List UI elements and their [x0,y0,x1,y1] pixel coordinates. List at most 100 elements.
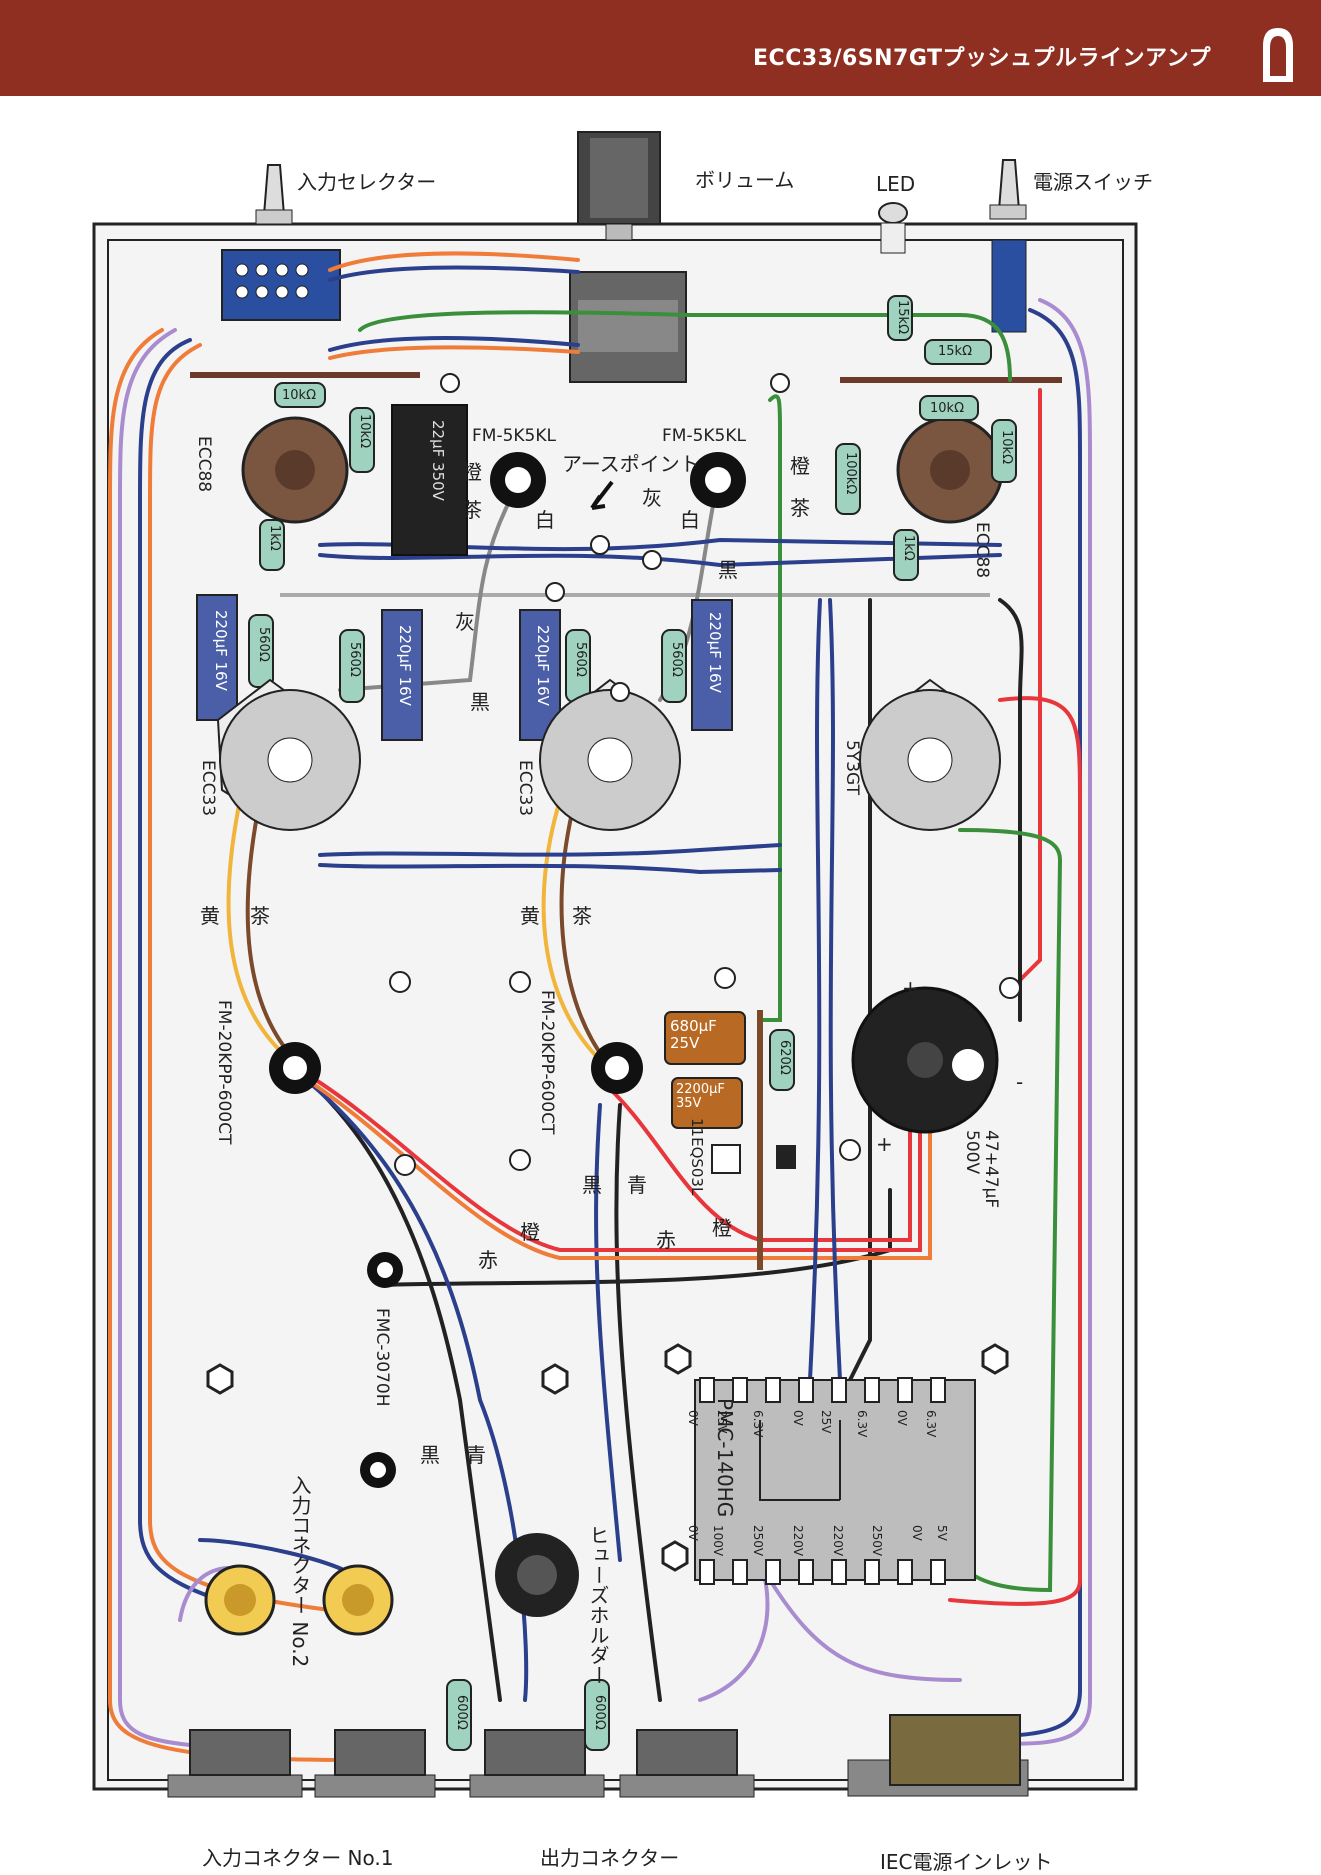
r-10k-2-label: 10kΩ [357,414,372,449]
wire-label-white-1: 白 [535,508,555,532]
r-10k-4-label: 10kΩ [999,430,1014,465]
r-560-4-label: 560Ω [669,642,684,677]
diode [776,1145,796,1169]
wire-label-brown-3: 茶 [250,904,270,928]
r-560-1-label: 560Ω [256,627,271,662]
page-title: ECC33/6SN7GTプッシュプルラインアンプ [753,46,1211,71]
connector-base-1 [167,1774,303,1798]
tap-top-5: 25V [819,1410,834,1434]
tap-bottom-5: 220V [830,1525,845,1557]
5y3gt-socket [859,678,1001,831]
wire-label-black-2: 黒 [470,690,490,714]
r-10k-1 [274,382,326,408]
vacuum-tube-icon [1263,28,1293,82]
tap-bottom-8: 5V [935,1525,950,1541]
cap-2200uf [671,1077,743,1129]
r-600-2 [584,1679,610,1751]
pmc-top-taps: 0V 25V 6.3V 0V 25V 6.3V 0V 6.3V [686,1410,965,1437]
iec-inlet [889,1714,1021,1786]
cap-220-1-label: 220μF 16V [212,610,230,691]
r-10k-3-label: 10kΩ [930,401,965,416]
cap-680uf [664,1011,746,1065]
tap-bottom-7: 0V [910,1525,925,1541]
big-cap-label: 47+47μF 500V [962,1130,1001,1209]
tap-top-2: 25V [714,1410,729,1434]
ecc33-right-socket [539,678,681,831]
wire-label-blue-2: 青 [466,1443,486,1467]
input-selector-label: 入力セレクター [297,170,437,194]
tap-bottom-4: 220V [790,1525,805,1557]
cap-220-3-label: 220μF 16V [534,625,552,706]
r-620 [769,1029,795,1091]
ecc88-right-label: ECC88 [972,522,992,579]
wire-label-gray-2: 灰 [455,610,475,634]
fuse-holder-label: ヒューズホルダー [586,1525,610,1685]
r-620-label: 620Ω [777,1040,792,1075]
5y3gt-label: 5Y3GT [842,740,862,795]
r-10k-4 [991,419,1017,483]
ecc88-right-socket [896,416,1004,524]
cap-220-2 [381,609,423,741]
led-holder [878,202,908,254]
r-10k-2 [349,407,375,473]
output-connector-label: 出力コネクター [540,1846,680,1870]
pmc-bottom-taps: 0V 100V 250V 220V 220V 250V 0V 5V [686,1525,965,1556]
wire-label-gray-1: 灰 [642,486,662,510]
wire-label-red-2: 赤 [656,1228,676,1252]
ecc88-left-label: ECC88 [194,436,214,493]
toggle-switch-left [255,164,293,225]
input-connector-2-label: 入力コネクター No.2 [288,1475,312,1668]
wire-label-black-1: 黒 [718,558,738,582]
plus-mark-1: + [902,976,919,1000]
led-label: LED [876,172,916,196]
selector-switch [221,249,341,321]
r-100k-1-label: 100kΩ [843,452,858,495]
connector-base-3 [469,1774,605,1798]
r-15k-2 [924,339,992,365]
tap-top-7: 0V [895,1410,910,1426]
volume-knob [577,131,661,241]
diode-label: 11EQS03L [688,1118,706,1196]
iec-inlet-label: IEC電源インレット [880,1850,1053,1874]
cap-220-4 [691,599,733,731]
header-bar: ECC33/6SN7GTプッシュプルラインアンプ [0,0,1321,96]
rca-jack-1 [204,1564,276,1636]
wire-label-brown-4: 茶 [572,904,592,928]
volume-label: ボリューム [695,168,795,192]
ecc88-left-socket [241,416,349,524]
r-1k-1-label: 1kΩ [267,525,282,551]
tap-top-6: 6.3V [855,1410,870,1438]
connector-base-4 [619,1774,755,1798]
wire-label-orange-2: 橙 [790,454,810,478]
r-600-1 [446,1679,472,1751]
wire-label-orange-1: 橙 [462,460,482,484]
wire-label-blue-1: 青 [627,1173,647,1197]
r-560-2-label: 560Ω [347,642,362,677]
r-560-2 [339,629,365,703]
power-switch-label: 電源スイッチ [1033,170,1153,194]
fm20-left-label: FM-20KPP-600CT [214,1000,234,1145]
wire-label-brown-2: 茶 [790,496,810,520]
wire-label-yellow-2: 黄 [520,904,540,928]
r-560-3-label: 560Ω [573,642,588,677]
power-transformer [694,1379,976,1581]
r-10k-1-label: 10kΩ [282,388,317,403]
fm5k-left-label: FM-5K5KL [472,426,556,446]
r-10k-3 [919,395,979,421]
r-600-2-label: 600Ω [592,1695,607,1730]
input-connector-1-label: 入力コネクター No.1 [202,1846,394,1870]
fuse-holder [495,1533,579,1617]
wire-label-black-3: 黒 [582,1173,602,1197]
rca-jack-2 [322,1564,394,1636]
wire-label-orange-4: 橙 [712,1216,732,1240]
tap-top-3: 6.3V [750,1410,765,1438]
r-1k-1 [259,519,285,571]
cap-22-label: 22μF 350V [429,420,447,501]
ecc33-right-label: ECC33 [515,760,535,817]
diode-mount [711,1144,741,1174]
r-15k-1 [887,295,913,341]
r-100k-1 [835,443,861,515]
wire-label-white-2: 白 [680,508,700,532]
fm5k-right-label: FM-5K5KL [662,426,746,446]
